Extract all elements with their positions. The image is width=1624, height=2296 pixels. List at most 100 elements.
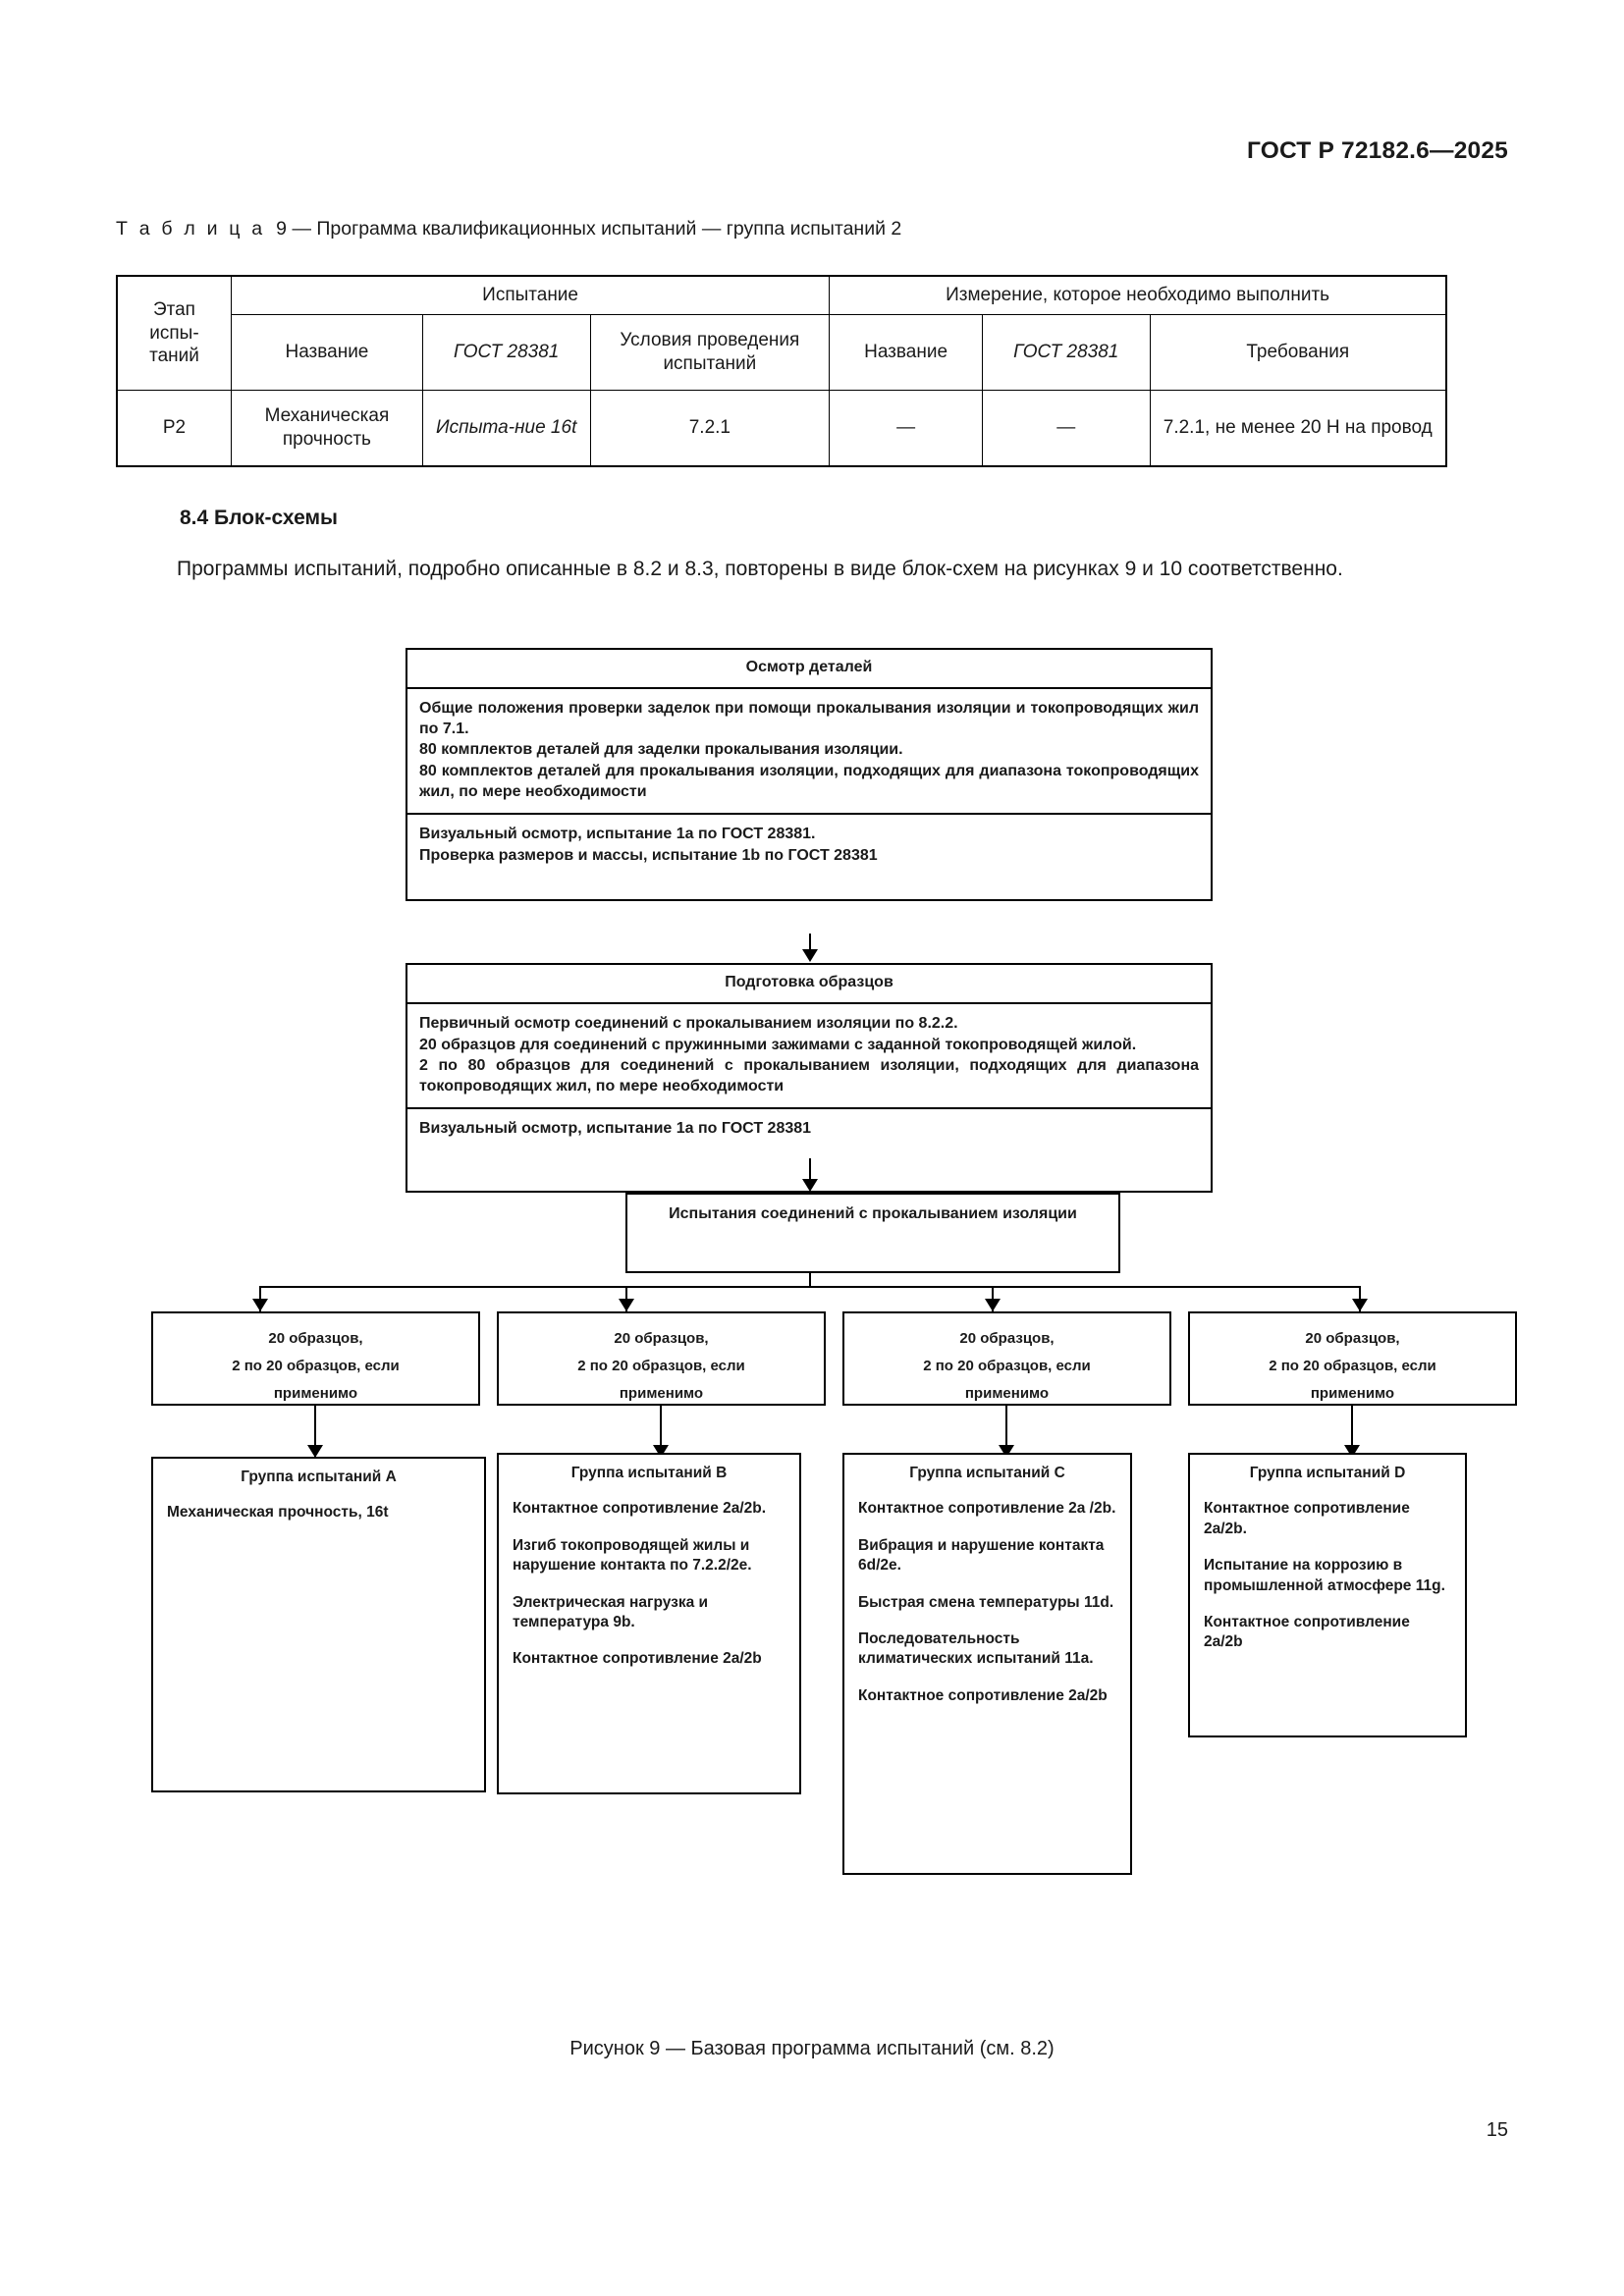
header-cell-test-gost: ГОСТ 28381 xyxy=(421,313,591,391)
cell-test-gost: Испыта-ние 16t xyxy=(421,389,591,467)
samples-1-line-1: 20 образцов, xyxy=(268,1330,363,1347)
figure-9-flowchart: Осмотр деталей Общие положения проверки … xyxy=(0,648,1624,2002)
test-group-d-item-2: Испытание на коррозию в промышленной атм… xyxy=(1204,1557,1445,1594)
test-group-d-item-3: Контактное сопротивление 2a/2b xyxy=(1204,1613,1410,1651)
test-group-c-item-5: Контактное сопротивление 2a/2b xyxy=(858,1686,1108,1704)
flow-box-samples-1: 20 образцов, 2 по 20 образцов, если прим… xyxy=(151,1311,480,1406)
samples-3-text: 20 образцов, 2 по 20 образцов, если прим… xyxy=(923,1325,1091,1407)
inspection-check-1: Визуальный осмотр, испытание 1a по ГОСТ … xyxy=(419,825,816,842)
connector-box1-to-box2 xyxy=(809,934,811,955)
figure-9-caption: Рисунок 9 — Базовая программа испытаний … xyxy=(569,2038,1055,2059)
preparation-line-3: 2 по 80 образцов для соединений с прокал… xyxy=(419,1057,1199,1095)
arrowhead-sample-2 xyxy=(619,1299,634,1311)
flow-box-preparation-section-b: Визуальный осмотр, испытание 1a по ГОСТ … xyxy=(407,1109,1211,1191)
flow-box-connection-tests: Испытания соединений с прокалыванием изо… xyxy=(625,1193,1120,1273)
connector-sample1-to-groupA xyxy=(314,1406,316,1457)
cell-measure-gost: — xyxy=(981,389,1151,467)
page-number: 15 xyxy=(1486,2119,1508,2141)
samples-2-line-2: 2 по 20 образцов, если xyxy=(577,1357,745,1374)
table-caption-label: Т а б л и ц а xyxy=(116,218,266,240)
test-group-d-item-1: Контактное сопротивление 2a/2b. xyxy=(1204,1500,1410,1537)
samples-2-line-1: 20 образцов, xyxy=(614,1330,709,1347)
flow-box-sample-preparation: Подготовка образцов Первичный осмотр сое… xyxy=(406,963,1213,1193)
flow-box-samples-2: 20 образцов, 2 по 20 образцов, если прим… xyxy=(497,1311,826,1406)
preparation-line-1: Первичный осмотр соединений с прокалыван… xyxy=(419,1014,958,1032)
header-cell-measure-gost: ГОСТ 28381 xyxy=(981,313,1151,391)
connector-box3-stem xyxy=(809,1273,811,1287)
arrowhead-box2-to-box3 xyxy=(802,1179,818,1192)
header-cell-test-group: Испытание xyxy=(230,274,831,315)
section-paragraph-text: Программы испытаний, подробно описанные … xyxy=(177,558,1343,580)
cell-stage: Р2 xyxy=(115,389,232,467)
test-group-b-title: Группа испытаний B xyxy=(570,1465,728,1481)
samples-2-text: 20 образцов, 2 по 20 образцов, если прим… xyxy=(577,1325,745,1407)
samples-4-line-2: 2 по 20 образцов, если xyxy=(1269,1357,1436,1374)
samples-4-line-3: применимо xyxy=(1310,1384,1395,1402)
test-group-d-items: Контактное сопротивление 2a/2b. Испытани… xyxy=(1190,1485,1465,1661)
test-group-b-item-1: Контактное сопротивление 2a/2b. xyxy=(513,1500,767,1518)
table-caption-number: 9 xyxy=(276,218,288,240)
header-stage-line-2: испы- xyxy=(149,322,199,344)
test-group-c-item-2: Вибрация и нарушение контакта 6d/2e. xyxy=(858,1536,1105,1575)
table-row: Р2 Механическая прочность Испыта-ние 16t… xyxy=(115,389,1447,467)
table-header-row-columns: Название ГОСТ 28381 Условия проведения и… xyxy=(117,313,1447,391)
samples-1-text: 20 образцов, 2 по 20 образцов, если прим… xyxy=(232,1325,400,1407)
flow-box-samples-3: 20 образцов, 2 по 20 образцов, если прим… xyxy=(842,1311,1171,1406)
arrowhead-sample-3 xyxy=(985,1299,1001,1311)
cell-test-name: Механическая прочность xyxy=(230,389,423,467)
table-caption-dash: — xyxy=(292,218,311,240)
table-9-wrapper: Этап испы- таний Испытание Измерение, ко… xyxy=(115,274,1448,467)
test-group-a-items: Механическая прочность, 16t xyxy=(153,1489,484,1530)
connector-sample3-to-groupC xyxy=(1005,1406,1007,1457)
samples-3-line-3: применимо xyxy=(964,1384,1050,1402)
flow-box-samples-4: 20 образцов, 2 по 20 образцов, если прим… xyxy=(1188,1311,1517,1406)
flow-box-test-group-c: Группа испытаний C Контактное сопротивле… xyxy=(842,1453,1132,1875)
header-cell-requirements: Требования xyxy=(1149,313,1447,391)
arrowhead-groupA xyxy=(307,1445,323,1458)
test-group-c-item-1: Контактное сопротивление 2a /2b. xyxy=(858,1500,1116,1518)
header-cell-test-conditions: Условия проведения испытаний xyxy=(589,313,831,391)
table-caption-text: Программа квалификационных испытаний — г… xyxy=(316,218,902,240)
samples-4-text: 20 образцов, 2 по 20 образцов, если прим… xyxy=(1269,1325,1436,1407)
flow-box-preparation-section-a: Первичный осмотр соединений с прокалыван… xyxy=(407,1004,1211,1109)
arrowhead-sample-4 xyxy=(1352,1299,1368,1311)
test-group-c-item-4: Последовательность климатических испытан… xyxy=(858,1629,1094,1668)
header-stage-line-3: таний xyxy=(149,346,199,367)
section-paragraph: Программы испытаний, подробно описанные … xyxy=(116,555,1447,584)
samples-1-line-2: 2 по 20 образцов, если xyxy=(232,1357,400,1374)
header-stage-line-1: Этап xyxy=(152,298,195,320)
flow-box-title-sample-preparation: Подготовка образцов xyxy=(407,965,1211,1004)
flow-box-inspection-section-b: Визуальный осмотр, испытание 1a по ГОСТ … xyxy=(407,815,1211,900)
table-caption: Т а б л и ц а 9 — Программа квалификацио… xyxy=(116,218,901,240)
flow-box-test-group-a: Группа испытаний A Механическая прочност… xyxy=(151,1457,486,1792)
test-group-d-title: Группа испытаний D xyxy=(1249,1465,1406,1481)
flow-box-test-group-d: Группа испытаний D Контактное сопротивле… xyxy=(1188,1453,1467,1737)
test-group-b-item-4: Контактное сопротивление 2a/2b xyxy=(513,1650,762,1668)
test-group-c-items: Контактное сопротивление 2a /2b. Вибраци… xyxy=(844,1485,1130,1714)
flow-box-title-inspection: Осмотр деталей xyxy=(407,650,1211,689)
test-group-a-title: Группа испытаний A xyxy=(241,1468,397,1485)
header-cell-stage: Этап испы- таний xyxy=(115,274,232,391)
connector-box2-to-box3 xyxy=(809,1158,811,1186)
section-heading: 8.4 Блок-схемы xyxy=(180,507,338,529)
test-group-c-item-3: Быстрая смена температуры 11d. xyxy=(858,1593,1114,1611)
connector-fanout-bus xyxy=(259,1286,1359,1288)
running-header-standard-number: ГОСТ Р 72182.6—2025 xyxy=(1247,137,1508,164)
arrowhead-sample-1 xyxy=(252,1299,268,1311)
test-group-a-item-1: Механическая прочность, 16t xyxy=(167,1504,389,1522)
arrowhead-box1-to-box2 xyxy=(802,949,818,962)
samples-3-line-2: 2 по 20 образцов, если xyxy=(923,1357,1091,1374)
test-group-c-title: Группа испытаний C xyxy=(909,1465,1065,1481)
test-group-b-items: Контактное сопротивление 2a/2b. Изгиб то… xyxy=(499,1485,799,1678)
samples-2-line-3: применимо xyxy=(619,1384,704,1402)
samples-3-line-1: 20 образцов, xyxy=(959,1330,1055,1347)
flow-box-inspection-section-a: Общие положения проверки заделок при пом… xyxy=(407,689,1211,815)
flow-box-title-connection-tests: Испытания соединений с прокалыванием изо… xyxy=(669,1205,1077,1222)
inspection-line-1: Общие положения проверки заделок при пом… xyxy=(419,699,1199,737)
preparation-line-2: 20 образцов для соединений с пружинными … xyxy=(419,1036,1137,1053)
cell-requirements: 7.2.1, не менее 20 Н на провод xyxy=(1149,389,1447,467)
header-cell-test-name: Название xyxy=(230,313,423,391)
test-group-b-item-2: Изгиб токопроводящей жилы и нарушение ко… xyxy=(513,1536,752,1575)
inspection-line-2: 80 комплектов деталей для заделки прокал… xyxy=(419,741,903,759)
